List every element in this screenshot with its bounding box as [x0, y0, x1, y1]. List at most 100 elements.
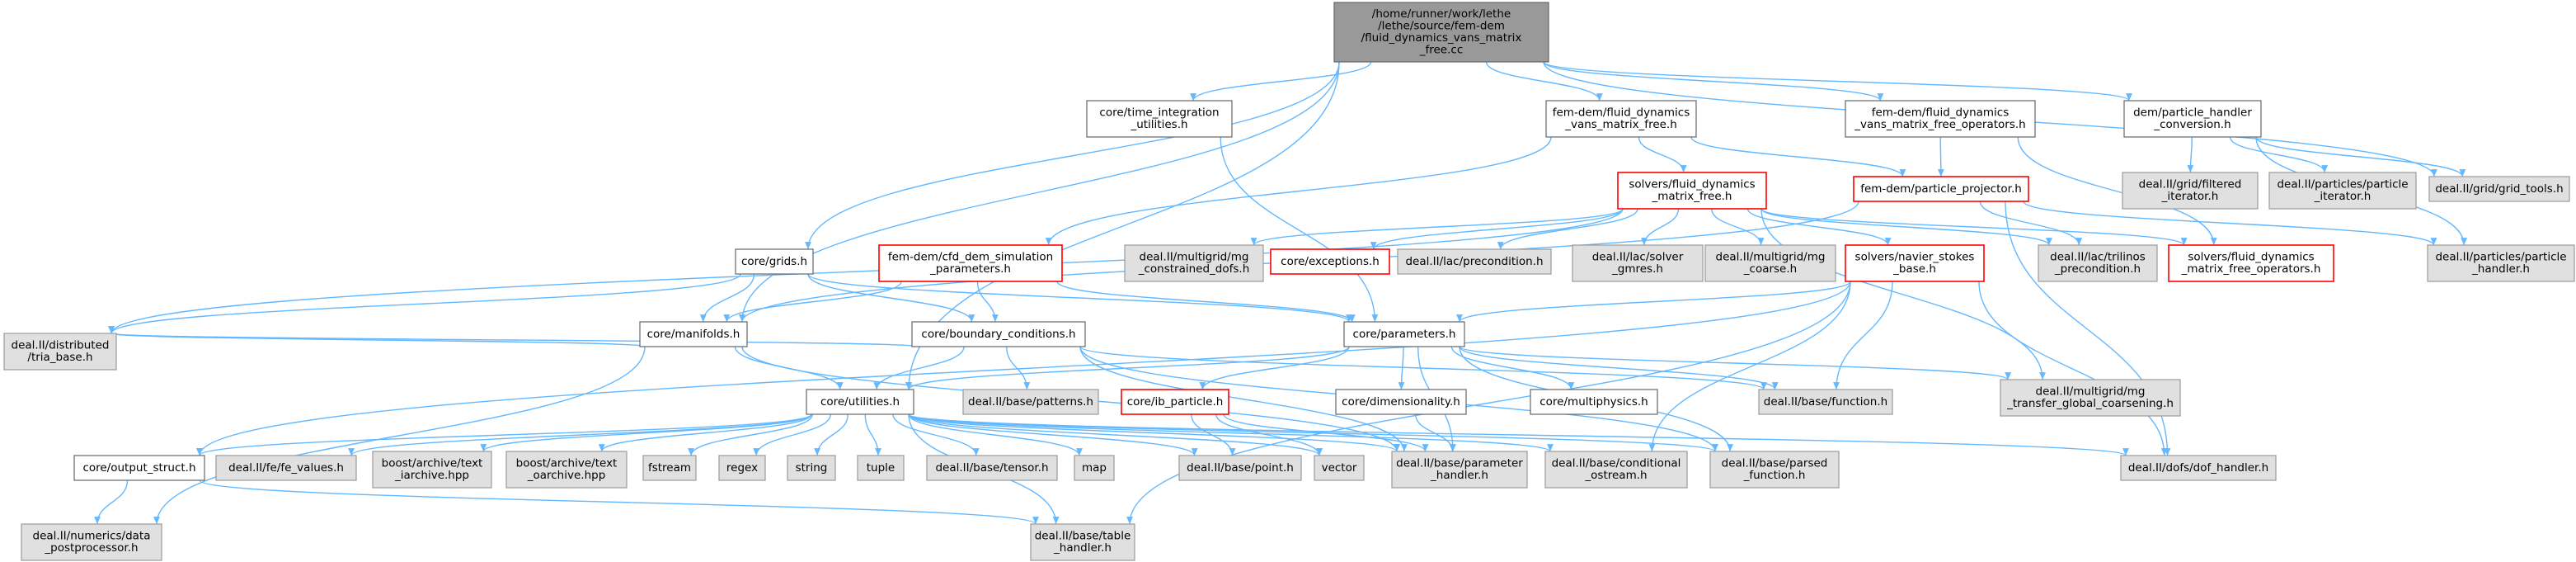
node-label-line: /lethe/source/fem-dem [1378, 20, 1505, 33]
dependency-edge [1648, 281, 1851, 452]
node-label-line: deal.II/base/conditional [1552, 457, 1681, 470]
edge-root-to-fd-vans-mf-ops [1543, 61, 1884, 102]
edge-navier-stokes-base-to-output-struct [196, 281, 1851, 456]
node-particle-projector[interactable]: fem-dem/particle_projector.h [1853, 176, 2029, 202]
node-box [1544, 451, 1688, 489]
node-cfd-dem-params[interactable]: fem-dem/cfd_dem_simulation_parameters.h [878, 244, 1063, 282]
node-base-function: deal.II/base/function.h [1758, 389, 1893, 415]
node-solvers-fdmf[interactable]: solvers/fluid_dynamics_matrix_free.h [1617, 172, 1767, 210]
dependency-edge [1079, 346, 1767, 390]
dependency-edge [1760, 208, 2052, 246]
node-label-line: core/dimensionality.h [1342, 395, 1460, 409]
node-label-line: solvers/navier_stokes [1855, 251, 1975, 264]
node-param-handler: deal.II/base/parameter_handler.h [1391, 451, 1528, 489]
node-base-point: deal.II/base/point.h [1178, 455, 1302, 481]
dependency-edge [1690, 136, 1906, 177]
dependency-edge [905, 346, 1350, 390]
node-box [1853, 176, 2029, 202]
edge-utilities-to-tuple [864, 413, 881, 456]
node-label-line: _utilities.h [1130, 118, 1187, 131]
node-navier-stokes-base[interactable]: solvers/navier_stokes_base.h [1845, 244, 1985, 282]
edge-parameters-to-utilities [905, 346, 1350, 390]
dependency-edge [908, 413, 1198, 456]
node-box [505, 451, 628, 489]
node-box [926, 455, 1058, 481]
node-box [2168, 244, 2334, 282]
dependency-edge [688, 413, 813, 456]
node-label-line: _parameters.h [929, 262, 1011, 276]
dependency-edge [1711, 208, 1765, 246]
node-box [1758, 389, 1893, 415]
node-box [1335, 389, 1467, 415]
node-root[interactable]: /home/runner/work/lethe/lethe/source/fem… [1333, 2, 1549, 63]
node-box [962, 389, 1099, 415]
node-label-line: deal.II/multigrid/mg [2036, 385, 2146, 399]
edge-root-to-fd-vans-mf [1485, 61, 1603, 102]
edge-parameters-to-ib-particle [1199, 346, 1350, 390]
node-mg-constrained: deal.II/multigrid/mg_constrained_dofs.h [1124, 244, 1264, 282]
node-grid-filtered: deal.II/grid/filtered_iterator.h [2122, 172, 2259, 210]
edge-boundary-conditions-to-base-function [1079, 346, 1767, 390]
node-grids[interactable]: core/grids.h [735, 248, 814, 275]
edge-navier-stokes-base-to-parameters [1456, 281, 1851, 323]
dependency-edge [1978, 281, 2168, 456]
node-lac-precond: deal.II/lac/precondition.h [1397, 248, 1552, 275]
edge-utilities-to-output-struct [196, 413, 812, 456]
node-label-line: deal.II/base/tensor.h [935, 461, 1048, 475]
node-dimensionality[interactable]: core/dimensionality.h [1335, 389, 1467, 415]
node-label-line: _precondition.h [2054, 262, 2141, 276]
node-box [1530, 389, 1658, 415]
node-utilities[interactable]: core/utilities.h [806, 389, 914, 415]
node-manifolds[interactable]: core/manifolds.h [639, 321, 748, 347]
node-label-line: _matrix_free.h [1652, 190, 1732, 203]
node-fd-vans-mf-ops[interactable]: fem-dem/fluid_dynamics_vans_matrix_free_… [1845, 100, 2036, 138]
node-box [1845, 100, 2036, 138]
node-label-line: core/grids.h [741, 255, 807, 268]
node-boundary-conditions[interactable]: core/boundary_conditions.h [911, 321, 1086, 347]
dependency-edge [864, 413, 881, 456]
node-box [2122, 172, 2259, 210]
edge-navier-stokes-base-to-cond-ostream [1648, 281, 1851, 452]
dependency-edge [1398, 346, 1405, 390]
node-text-iarchive: boost/archive/text_iarchive.hpp [372, 451, 492, 489]
node-fd-vans-mf[interactable]: fem-dem/fluid_dynamics_vans_matrix_free.… [1545, 100, 1697, 138]
node-box [2038, 244, 2158, 282]
node-box [2268, 172, 2417, 210]
dependency-edge [1450, 346, 1575, 390]
node-label-line: _vans_matrix_free_operators.h [1854, 118, 2025, 131]
node-ib-particle[interactable]: core/ib_particle.h [1121, 389, 1229, 415]
edge-root-to-manifolds [739, 61, 1340, 323]
node-lac-solver-gmres: deal.II/lac/solver_gmres.h [1572, 244, 1704, 282]
edge-grids-to-tria-base [108, 273, 741, 334]
node-box [2120, 455, 2277, 481]
edge-fd-vans-mf-to-cfd-dem-params [1045, 136, 1552, 246]
dependency-edge [1760, 208, 2046, 380]
dependency-edge [196, 281, 1851, 456]
node-label-line: deal.II/lac/precondition.h [1405, 255, 1543, 268]
node-multiphysics[interactable]: core/multiphysics.h [1530, 389, 1658, 415]
dependency-edge [2017, 136, 2217, 246]
node-ph-conversion[interactable]: dem/particle_handler_conversion.h [2123, 100, 2262, 138]
node-box [1845, 244, 1985, 282]
node-label-line: core/parameters.h [1353, 328, 1456, 341]
node-exceptions[interactable]: core/exceptions.h [1270, 248, 1390, 275]
node-box [372, 451, 492, 489]
edge-cfd-dem-params-to-boundary-conditions [976, 281, 999, 323]
edge-boundary-conditions-to-base-patterns [1006, 346, 1031, 390]
node-text-oarchive: boost/archive/text_oarchive.hpp [505, 451, 628, 489]
node-grid-tools: deal.II/grid/grid_tools.h [2428, 176, 2570, 202]
node-solvers-fdmf-ops[interactable]: solvers/fluid_dynamics_matrix_free_opera… [2168, 244, 2334, 282]
node-label-line: deal.II/base/patterns.h [968, 395, 1093, 409]
node-box [1709, 451, 1840, 489]
edge-parameters-to-multiphysics [1450, 346, 1575, 390]
node-time-integration[interactable]: core/time_integration_utilities.h [1086, 100, 1233, 138]
node-output-struct[interactable]: core/output_struct.h [73, 455, 205, 481]
node-parameters[interactable]: core/parameters.h [1343, 321, 1465, 347]
dependency-edge [2187, 136, 2194, 173]
dependency-edge [908, 413, 1718, 452]
node-label-line: deal.II/lac/trilinos [2050, 251, 2146, 264]
node-label-line: deal.II/multigrid/mg [1140, 251, 1249, 264]
node-label-line: deal.II/particles/particle [2277, 178, 2408, 191]
edge-utilities-to-parsed-function [908, 413, 1718, 452]
node-label-line: _matrix_free_operators.h [2181, 262, 2321, 276]
